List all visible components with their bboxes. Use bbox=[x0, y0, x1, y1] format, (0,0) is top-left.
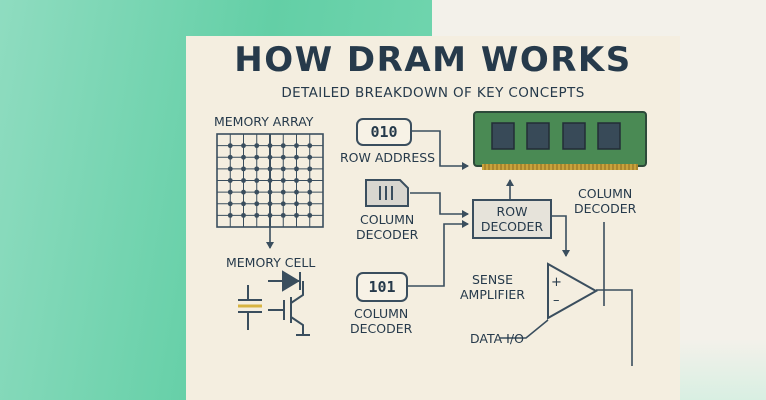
transistor-icon bbox=[268, 281, 310, 336]
memory-cell-dot bbox=[307, 143, 313, 149]
memory-cell-dot bbox=[227, 166, 233, 172]
row-address-label: ROW ADDRESS bbox=[340, 150, 436, 165]
memory-cell-dot bbox=[254, 143, 260, 149]
memory-cell-dot bbox=[241, 201, 246, 207]
memory-cell-dot bbox=[267, 166, 273, 172]
memory-cell-dot bbox=[241, 178, 246, 183]
memory-cell-dot bbox=[307, 154, 313, 160]
memory-cell-dot bbox=[254, 154, 260, 160]
memory-cell-dot bbox=[267, 178, 273, 183]
memory-cell-dot bbox=[280, 154, 286, 160]
column-decoder-chip-icon bbox=[365, 179, 409, 207]
memory-cell-dot bbox=[294, 178, 299, 183]
ram-module-icon bbox=[473, 111, 656, 170]
memory-grid-icon bbox=[216, 133, 324, 228]
sense-amplifier-label: SENSE AMPLIFIER bbox=[460, 272, 525, 302]
memory-cell-dot bbox=[267, 201, 273, 207]
column-decoder-label-bottom: COLUMN DECODER bbox=[350, 306, 413, 336]
memory-cell-dot bbox=[307, 166, 313, 172]
memory-cell-dot bbox=[307, 212, 313, 218]
memory-cell-dot bbox=[280, 178, 286, 183]
memory-cell-dot bbox=[280, 212, 286, 218]
memory-cell-dot bbox=[307, 178, 313, 183]
column-address-value: 101 bbox=[356, 272, 408, 302]
memory-cell-dot bbox=[294, 189, 299, 195]
column-decoder-label-middle: COLUMN DECODER bbox=[356, 212, 419, 242]
memory-cell-dot bbox=[294, 154, 299, 160]
memory-cell-dot bbox=[227, 212, 233, 218]
memory-cell-dot bbox=[280, 166, 286, 172]
memory-cell-dot bbox=[267, 154, 273, 160]
memory-cell-dot bbox=[241, 154, 246, 160]
memory-cell-dot bbox=[227, 143, 233, 149]
memory-cell-label: MEMORY CELL bbox=[226, 255, 316, 270]
memory-cell-dot bbox=[241, 166, 246, 172]
diode-icon bbox=[268, 270, 301, 292]
memory-cell-dot bbox=[241, 212, 246, 218]
amp-plus: + bbox=[551, 275, 562, 290]
memory-cell-dot bbox=[254, 166, 260, 172]
column-decoder-label-right: COLUMN DECODER bbox=[574, 186, 637, 216]
amp-minus: – bbox=[553, 293, 560, 308]
memory-cell-dot bbox=[241, 189, 246, 195]
row-decoder-box: ROW DECODER bbox=[472, 199, 552, 239]
page-subtitle: DETAILED BREAKDOWN OF KEY CONCEPTS bbox=[281, 85, 585, 101]
memory-cell-dot bbox=[280, 201, 286, 207]
capacitor-icon bbox=[238, 285, 262, 330]
connector-lines bbox=[408, 130, 633, 366]
memory-cell-dot bbox=[294, 143, 299, 149]
memory-cell-dot bbox=[267, 143, 273, 149]
data-io-label: DATA I/O bbox=[470, 331, 524, 346]
sense-amplifier-icon: + – bbox=[547, 262, 599, 320]
memory-cell-dot bbox=[227, 201, 233, 207]
page-title: HOW DRAM WORKS bbox=[234, 40, 632, 80]
memory-cell-dot bbox=[267, 189, 273, 195]
memory-cell-dot bbox=[227, 189, 233, 195]
memory-array-label: MEMORY ARRAY bbox=[214, 114, 314, 129]
diagram-panel bbox=[186, 36, 680, 400]
memory-cell-dot bbox=[227, 154, 233, 160]
memory-cell-dot bbox=[254, 212, 260, 218]
memory-cell-dot bbox=[280, 143, 286, 149]
memory-cell-dot bbox=[307, 189, 313, 195]
memory-cell-dot bbox=[227, 178, 233, 183]
memory-cell-dot bbox=[241, 143, 246, 149]
memory-cell-dot bbox=[254, 178, 260, 183]
row-decoder-label: ROW DECODER bbox=[480, 204, 544, 234]
memory-cell-dot bbox=[254, 189, 260, 195]
memory-cell-dot bbox=[294, 201, 299, 207]
memory-cell-dot bbox=[307, 201, 313, 207]
memory-cell-dot bbox=[294, 212, 299, 218]
memory-cell-dot bbox=[280, 189, 286, 195]
memory-cell-dot bbox=[294, 166, 299, 172]
memory-cell-dot bbox=[254, 201, 260, 207]
row-address-value: 010 bbox=[356, 118, 412, 146]
memory-cell-dot bbox=[267, 212, 273, 218]
